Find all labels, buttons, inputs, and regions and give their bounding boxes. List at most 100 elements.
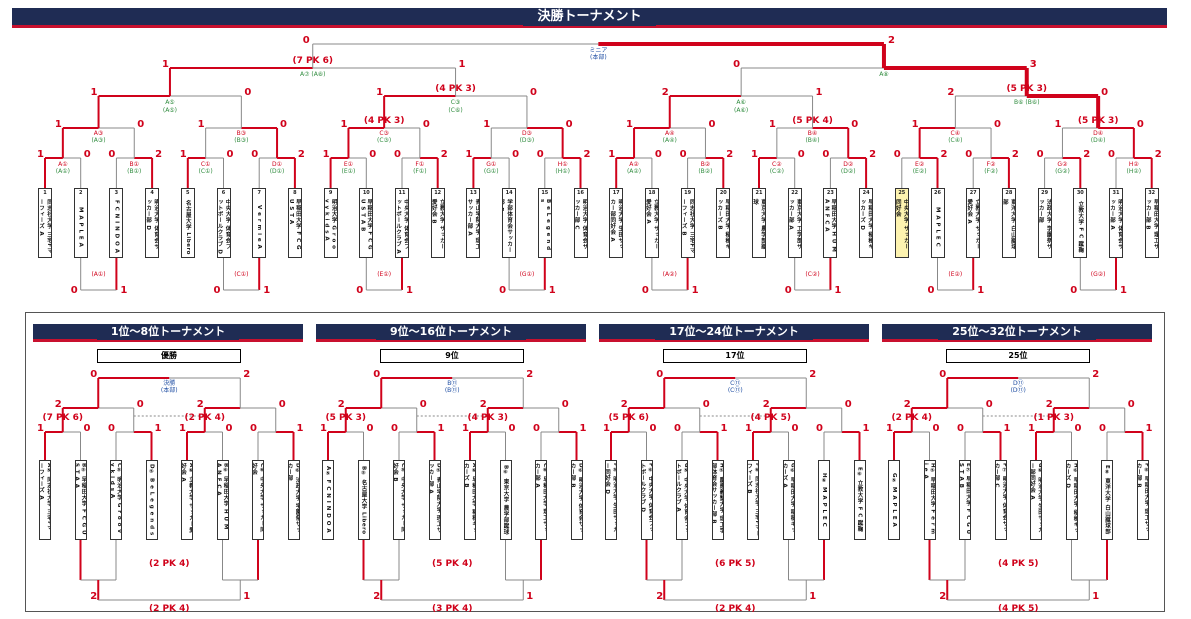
pk-score: (5 PK 4) bbox=[431, 559, 473, 569]
final-sub-label: (C⑪) bbox=[727, 387, 743, 394]
match-sub-label: (B②) bbox=[698, 168, 713, 175]
score: 2 bbox=[373, 591, 381, 602]
team-name: F⑥ 中央大学 体育会フットボールクラブ D bbox=[640, 463, 653, 533]
score: 2 bbox=[620, 399, 628, 410]
score: 0 bbox=[533, 423, 540, 434]
score: 1 bbox=[243, 591, 251, 602]
team-name: B⑥ 東京大学 農学部蹴球 bbox=[502, 464, 509, 536]
score: 2 bbox=[656, 591, 664, 602]
team-box: H⑥ 早稲田大学 稲穂キッカーズ D bbox=[1065, 460, 1078, 540]
match-sub-label: (D③) bbox=[519, 137, 535, 144]
match-sub-label: (C③) bbox=[377, 137, 392, 144]
score: 1 bbox=[154, 423, 162, 434]
final-label: 決勝 bbox=[163, 380, 176, 387]
score: 0 bbox=[356, 285, 364, 296]
team-name: C⑤ 明治大学 G r o o v y k i d s A bbox=[110, 463, 122, 534]
score: 0 bbox=[851, 119, 859, 130]
score: 1 bbox=[526, 591, 534, 602]
team-name: B⑤ 名古屋大学 Libero bbox=[360, 465, 367, 535]
score: 0 bbox=[1101, 87, 1109, 98]
team-box: F⑤ 明治大学 生田サッカー同好会 D bbox=[605, 460, 617, 540]
team-number: 21 bbox=[755, 190, 763, 196]
team-number: 13 bbox=[469, 190, 477, 196]
team-name: F C N I N D O A bbox=[113, 200, 120, 254]
match-label: (G②) bbox=[1090, 271, 1106, 278]
match-label: (E②) bbox=[948, 271, 963, 278]
team-name: C⑥ 早稲田大学 理工サッカー部 A bbox=[535, 463, 547, 533]
match-label: A① bbox=[58, 161, 68, 168]
team-name: E⑦ 早稲田大学 F C G U S T A B bbox=[959, 463, 971, 535]
match-label: (C②) bbox=[805, 271, 820, 278]
score: 0 bbox=[816, 423, 823, 434]
team-name: D⑤ 青山学院大学 理工サッカー部 A bbox=[428, 463, 441, 534]
score: 0 bbox=[1099, 423, 1106, 434]
final-label: C⑪ bbox=[730, 380, 741, 387]
team-number: 22 bbox=[791, 190, 799, 196]
team-number: 18 bbox=[648, 190, 656, 196]
score: 0 bbox=[251, 149, 259, 160]
score: 0 bbox=[784, 285, 792, 296]
panel-banner: 25位～32位トーナメント bbox=[882, 324, 1152, 342]
pk-score: (5 PK 3) bbox=[1077, 116, 1119, 126]
match-sub-label: (C⑥) bbox=[448, 107, 463, 114]
score: 1 bbox=[720, 423, 728, 434]
team-name: E⑧ 東洋大学 白山蹴球部 bbox=[1104, 465, 1110, 535]
team-name: 慶應義塾大学 理工学部体育会サッカー部 B bbox=[502, 199, 517, 253]
score: 0 bbox=[797, 149, 805, 160]
match-label: C① bbox=[200, 161, 211, 168]
team-number: 16 bbox=[577, 190, 584, 196]
score: 1 bbox=[90, 87, 98, 98]
score: 0 bbox=[508, 423, 516, 434]
match-sub-label: (D②) bbox=[840, 168, 856, 175]
score: 0 bbox=[499, 285, 507, 296]
team-name: A⑥ 早稲田大学 稲穂キッカーズ B bbox=[464, 463, 476, 534]
match-label: D② bbox=[843, 161, 854, 168]
match-label: D③ bbox=[521, 130, 532, 137]
team-box: 29 法政大学 学園祭サッカー部 bbox=[1037, 188, 1052, 258]
score: 1 bbox=[406, 285, 413, 296]
team-box: E⑥ 立教大学 F C 蹴鞠 bbox=[853, 460, 866, 540]
score: 2 bbox=[1092, 369, 1100, 380]
match-sub-label: (C①) bbox=[198, 168, 213, 175]
score: 0 bbox=[302, 35, 310, 46]
match-label: B④ bbox=[807, 130, 818, 137]
score: 2 bbox=[54, 399, 62, 410]
team-number: 7 bbox=[257, 190, 261, 196]
team-box: D⑤ B e L e g e n d s bbox=[145, 460, 158, 540]
match-label: A⑥ bbox=[736, 99, 746, 106]
team-name: 早稲田大学 H U M A N F C A bbox=[823, 199, 837, 253]
score: 2 bbox=[1011, 149, 1019, 160]
pk-score: (3 PK 4) bbox=[431, 604, 473, 614]
score: 2 bbox=[940, 149, 948, 160]
score: 0 bbox=[83, 423, 91, 434]
score: 1 bbox=[296, 423, 304, 434]
score: 0 bbox=[1127, 399, 1135, 410]
match-label: A⑤ bbox=[165, 99, 175, 106]
score: 2 bbox=[661, 87, 669, 98]
score: 0 bbox=[791, 423, 799, 434]
team-name: 立教大学 F C 蹴鞠 bbox=[1077, 200, 1084, 254]
score: 2 bbox=[947, 87, 955, 98]
pk-score: (6 PK 5) bbox=[714, 559, 756, 569]
match-label: A⑧ bbox=[879, 71, 889, 78]
team-number: 11 bbox=[398, 190, 406, 196]
score: 0 bbox=[1136, 119, 1144, 130]
team-name: 同志社大学 三宅Fマーフィーズ B bbox=[680, 199, 695, 254]
match-sub-label: (D①) bbox=[269, 168, 285, 175]
main-banner: 決勝トーナメント bbox=[12, 8, 1167, 28]
match-label: B① bbox=[129, 161, 140, 168]
rank-box: 優勝 bbox=[97, 349, 241, 363]
team-name: 早稲田大学 理工サッカー部 B bbox=[1144, 199, 1159, 250]
team-name: 法政大学 学園祭サッカー部 bbox=[1037, 199, 1052, 250]
match-label: (G①) bbox=[519, 271, 535, 278]
team-number: 25 bbox=[898, 190, 906, 196]
match-label: A② bbox=[629, 161, 639, 168]
team-number: 29 bbox=[1041, 190, 1049, 196]
team-box: C⑥ 中央大学 サッカー同好会 bbox=[252, 460, 264, 540]
score: 0 bbox=[529, 87, 537, 98]
